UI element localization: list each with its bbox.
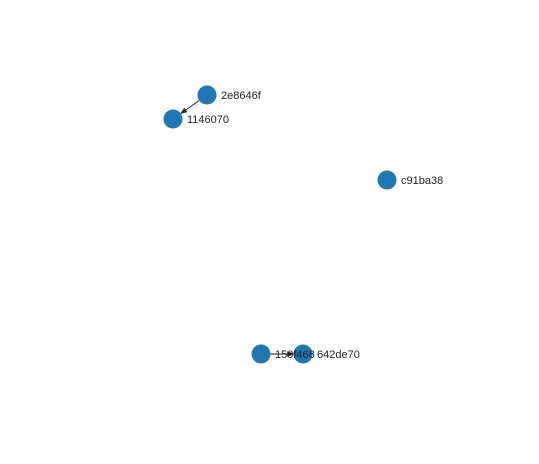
- node-1146070[interactable]: [163, 109, 183, 129]
- node-label-642de70: 642de70: [317, 349, 360, 361]
- node-label-2e8646f: 2e8646f: [221, 90, 262, 102]
- node-label-150f468: 150f468: [275, 349, 315, 361]
- node-2e8646f[interactable]: [197, 85, 217, 105]
- node-642de70[interactable]: [293, 344, 313, 364]
- node-label-c91ba38: c91ba38: [401, 175, 443, 187]
- edges-layer: [180, 100, 295, 357]
- nodes-layer: [163, 85, 397, 364]
- node-150f468[interactable]: [251, 344, 271, 364]
- node-c91ba38[interactable]: [377, 170, 397, 190]
- node-label-1146070: 1146070: [187, 114, 229, 126]
- edge-2e8646f-to-1146070: [180, 100, 200, 114]
